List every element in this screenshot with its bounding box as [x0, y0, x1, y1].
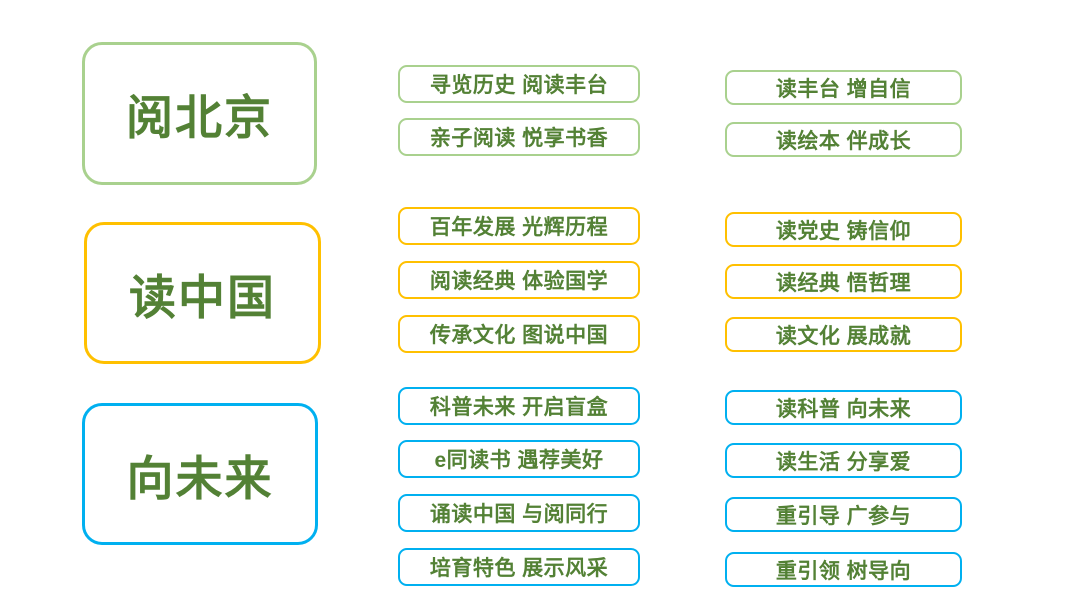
theme-box: e同读书 遇荐美好 [398, 440, 640, 478]
category-box-yue-beijing: 阅北京 [82, 42, 317, 185]
theme-box: 传承文化 图说中国 [398, 315, 640, 353]
theme-label: e同读书 遇荐美好 [434, 449, 604, 472]
slogan-label: 读绘本 伴成长 [775, 129, 912, 153]
theme-label: 百年发展 光辉历程 [429, 216, 609, 239]
theme-label: 诵读中国 与阅同行 [429, 503, 609, 526]
theme-box: 百年发展 光辉历程 [398, 207, 640, 245]
slogan-label: 读文化 展成就 [775, 324, 912, 348]
slogan-box: 读经典 悟哲理 [725, 264, 962, 299]
theme-label: 亲子阅读 悦享书香 [429, 127, 609, 150]
theme-box: 培育特色 展示风采 [398, 548, 640, 586]
slogan-label: 读党史 铸信仰 [775, 219, 912, 243]
slogan-label: 读生活 分享爱 [775, 450, 912, 474]
category-label: 阅北京 [126, 91, 273, 144]
slogan-box: 读文化 展成就 [725, 317, 962, 352]
slogan-box: 读生活 分享爱 [725, 443, 962, 478]
theme-box: 亲子阅读 悦享书香 [398, 118, 640, 156]
theme-label: 科普未来 开启盲盒 [429, 396, 609, 419]
theme-box: 阅读经典 体验国学 [398, 261, 640, 299]
category-box-xiang-weilai: 向未来 [82, 403, 318, 545]
category-label: 向未来 [126, 451, 274, 505]
category-label: 读中国 [129, 270, 276, 324]
slogan-label: 重引领 树导向 [775, 559, 912, 583]
slogan-label: 读丰台 增自信 [775, 77, 912, 101]
slogan-box: 重引导 广参与 [725, 497, 962, 532]
slogan-label: 读科普 向未来 [775, 397, 912, 421]
slogan-label: 读经典 悟哲理 [775, 271, 912, 295]
slogan-box: 读科普 向未来 [725, 390, 962, 425]
slogan-box: 重引领 树导向 [725, 552, 962, 587]
slogan-box: 读丰台 增自信 [725, 70, 962, 105]
slogan-label: 重引导 广参与 [775, 504, 912, 528]
theme-label: 传承文化 图说中国 [429, 324, 609, 347]
slogan-box: 读绘本 伴成长 [725, 122, 962, 157]
theme-box: 科普未来 开启盲盒 [398, 387, 640, 425]
theme-box: 诵读中国 与阅同行 [398, 494, 640, 532]
theme-label: 阅读经典 体验国学 [429, 270, 609, 293]
theme-box: 寻览历史 阅读丰台 [398, 65, 640, 103]
slogan-box: 读党史 铸信仰 [725, 212, 962, 247]
theme-label: 培育特色 展示风采 [429, 557, 609, 580]
theme-label: 寻览历史 阅读丰台 [429, 74, 609, 97]
category-box-du-zhongguo: 读中国 [84, 222, 321, 364]
